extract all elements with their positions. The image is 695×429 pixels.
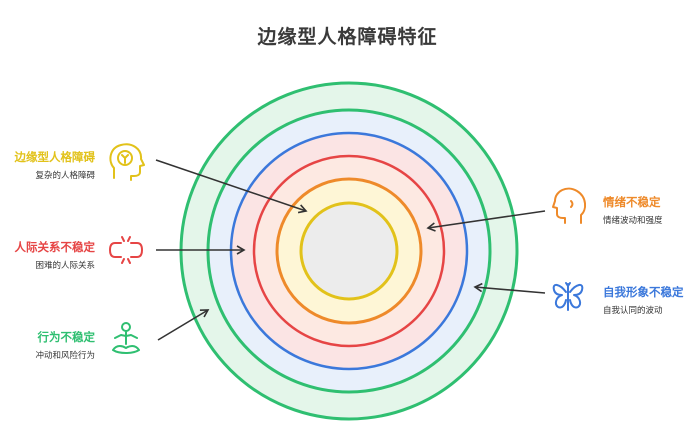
label-emotion: 情绪不稳定 情绪波动和强度 bbox=[603, 194, 663, 226]
arrow-bpd bbox=[155, 159, 308, 214]
head-profile-icon bbox=[552, 187, 587, 224]
meditation-person-icon bbox=[112, 322, 140, 354]
label-bpd-subtitle: 复杂的人格障碍 bbox=[35, 171, 95, 181]
label-behavior-title: 行为不稳定 bbox=[37, 330, 96, 344]
label-emotion-subtitle: 情绪波动和强度 bbox=[603, 216, 663, 226]
label-emotion-title: 情绪不稳定 bbox=[603, 195, 661, 209]
label-bpd-title: 边缘型人格障碍 bbox=[14, 150, 96, 164]
label-interpersonal-subtitle: 困难的人际关系 bbox=[35, 261, 95, 271]
arrow-selfimage bbox=[473, 282, 546, 294]
label-selfimage-title: 自我形象不稳定 bbox=[603, 285, 684, 299]
label-bpd: 边缘型人格障碍 复杂的人格障碍 bbox=[15, 149, 96, 181]
label-interpersonal: 人际关系不稳定 困难的人际关系 bbox=[15, 239, 96, 271]
label-interpersonal-title: 人际关系不稳定 bbox=[14, 240, 96, 254]
label-selfimage: 自我形象不稳定 自我认同的波动 bbox=[603, 284, 684, 316]
ring-core bbox=[299, 201, 399, 301]
label-selfimage-subtitle: 自我认同的波动 bbox=[603, 306, 663, 316]
butterfly-icon bbox=[552, 282, 584, 311]
broken-link-icon bbox=[108, 236, 144, 264]
brain-head-icon bbox=[109, 143, 145, 181]
label-behavior: 行为不稳定 冲动和风险行为 bbox=[35, 329, 95, 361]
diagram-title: 边缘型人格障碍特征 bbox=[257, 26, 438, 48]
label-behavior-subtitle: 冲动和风险行为 bbox=[35, 351, 95, 361]
arrow-emotion bbox=[426, 210, 546, 232]
arrow-behavior bbox=[157, 309, 210, 341]
